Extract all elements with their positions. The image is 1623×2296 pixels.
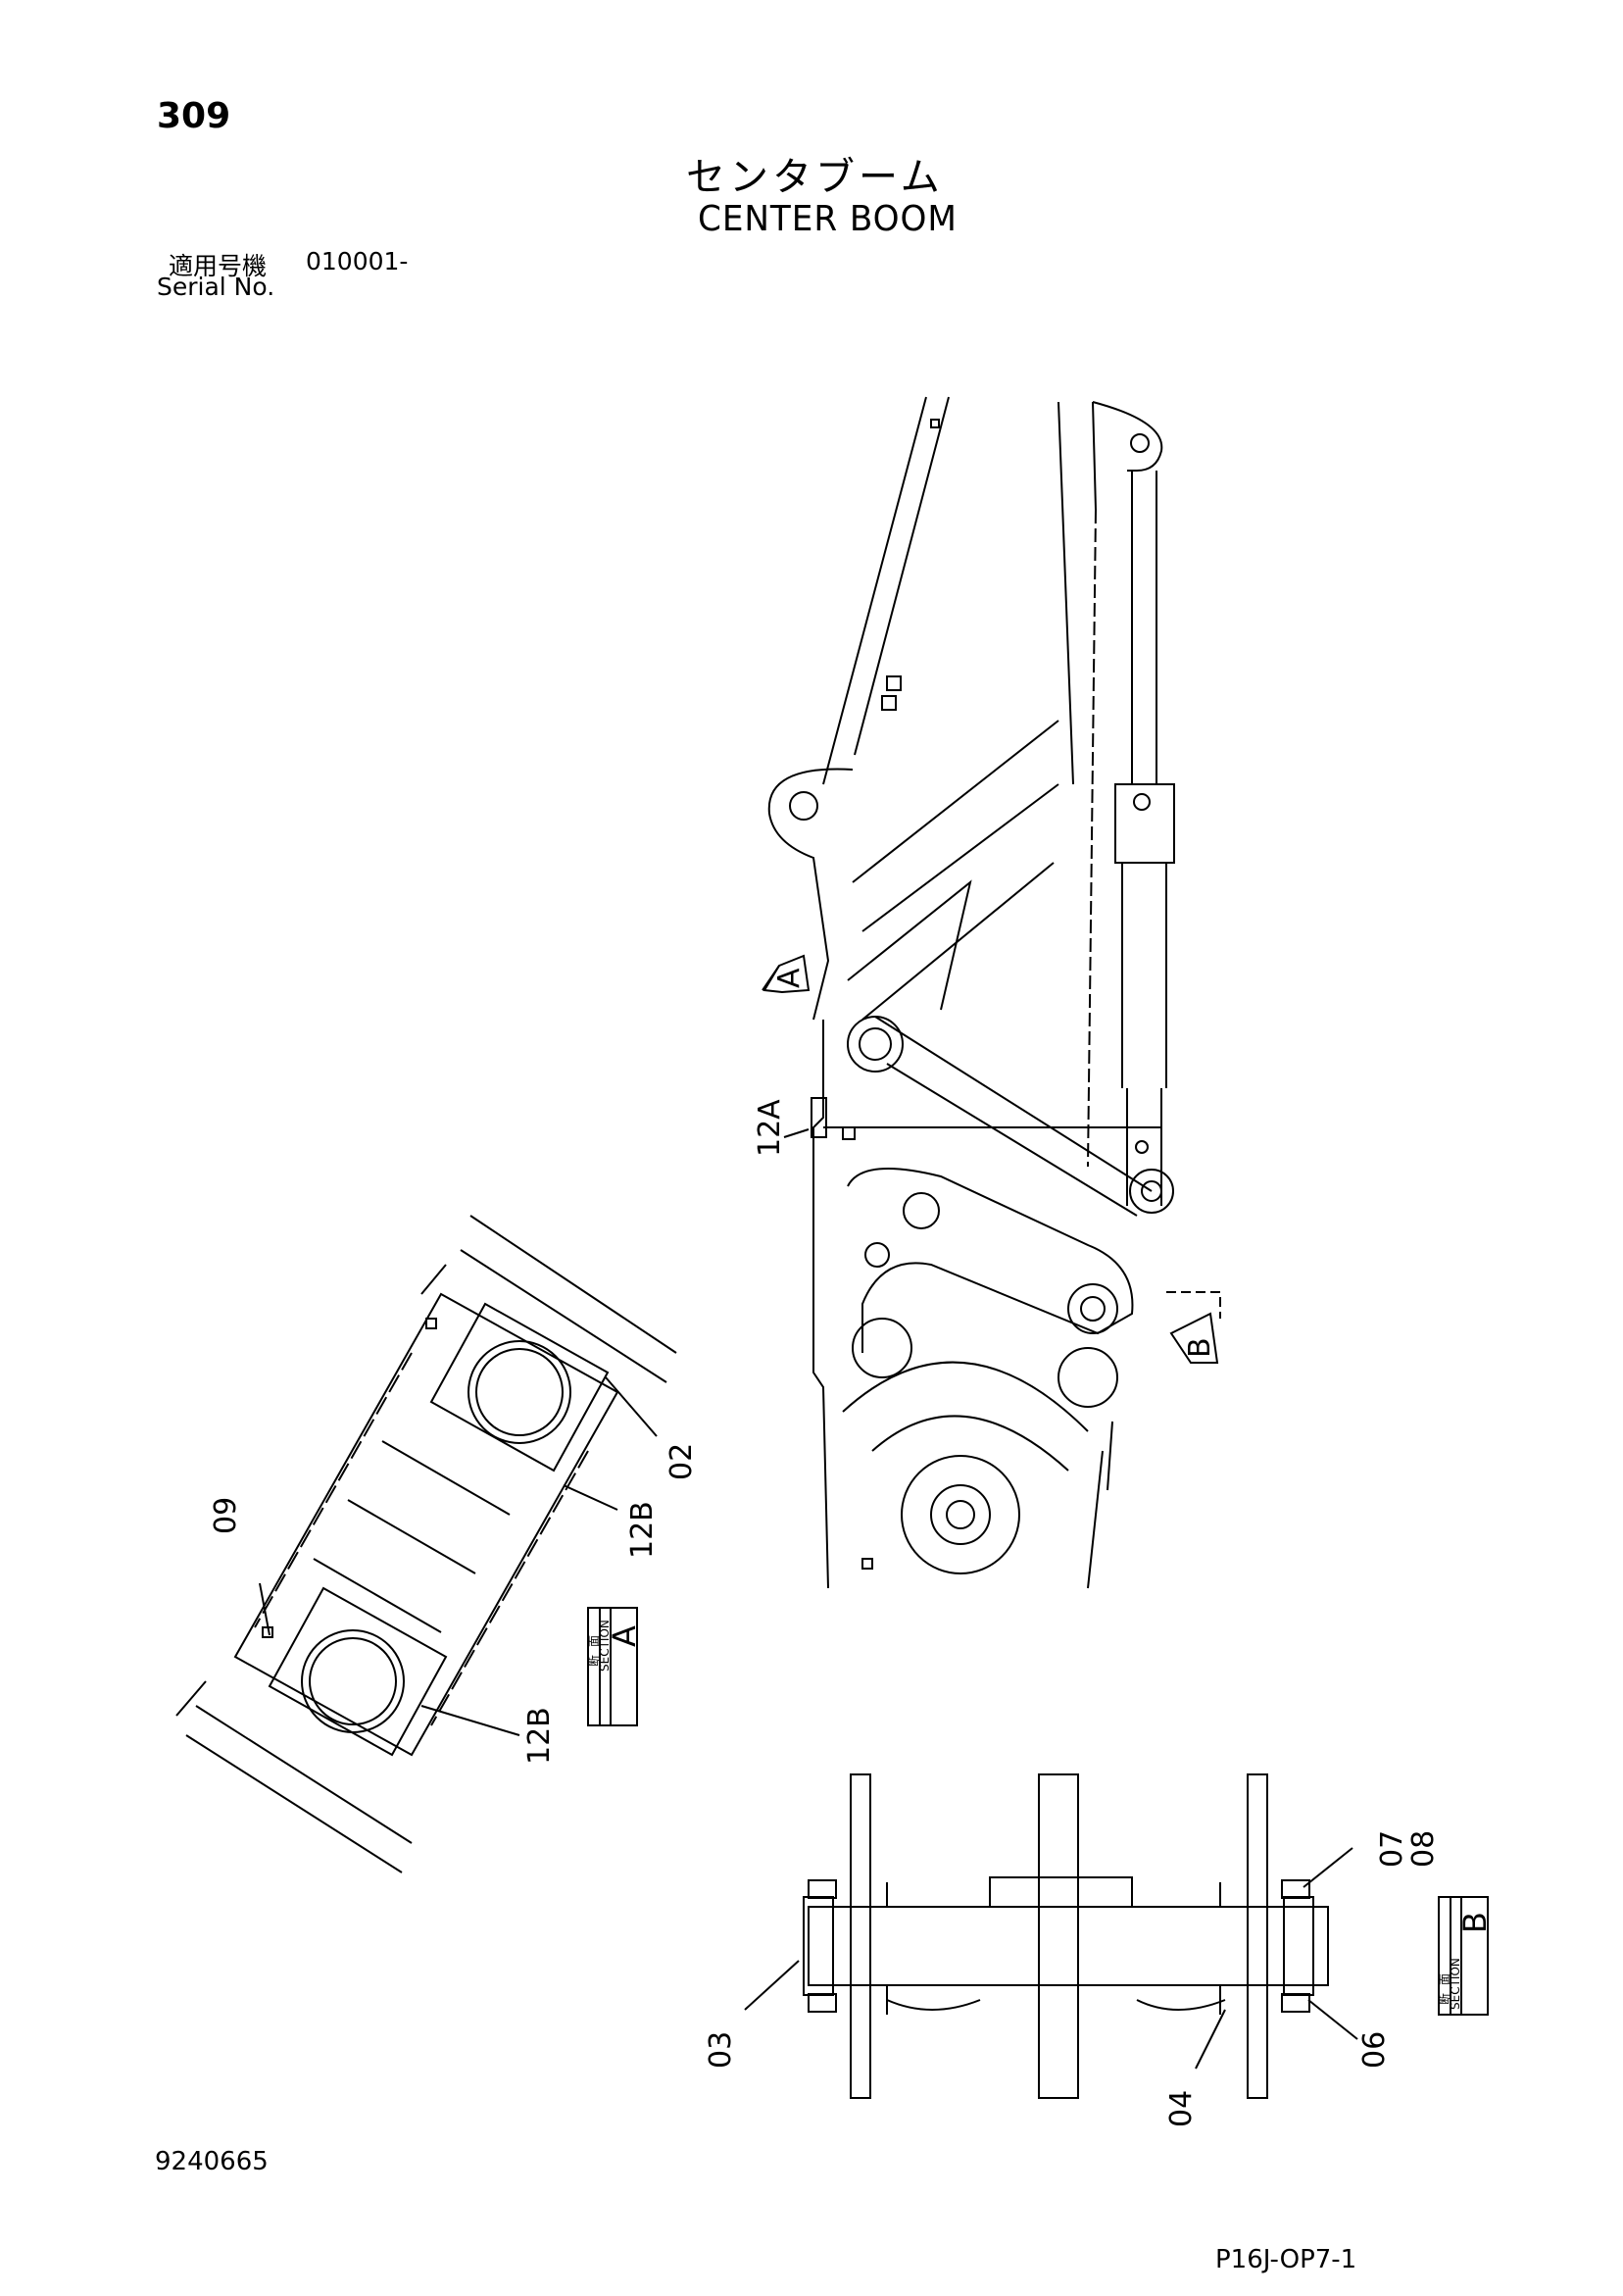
section-b-label-box: 断 面 SECTION B bbox=[1437, 1896, 1494, 2016]
serial-label-english: Serial No. bbox=[157, 273, 275, 301]
title-japanese: センタブーム bbox=[686, 155, 944, 200]
callout-03: 03 bbox=[704, 2031, 738, 2069]
section-b-detail bbox=[744, 1773, 1358, 2099]
center-boom-view bbox=[762, 396, 1221, 1589]
view-marker-b: B bbox=[1183, 1337, 1217, 1358]
callout-04: 04 bbox=[1164, 2090, 1199, 2127]
document-number: 9240665 bbox=[155, 2147, 269, 2176]
view-marker-a: A bbox=[772, 968, 807, 988]
section-a-label-box: 断 面 SECTION A bbox=[586, 1607, 643, 1726]
section-a-letter: A bbox=[606, 1625, 643, 1647]
serial-value: 010001- bbox=[306, 247, 409, 275]
callout-06: 06 bbox=[1357, 2031, 1392, 2069]
section-a-kanji-2: 面 bbox=[587, 1635, 601, 1647]
section-b-kanji-1: 断 bbox=[1437, 1993, 1451, 2005]
serial-label-japanese: 適用号機 bbox=[169, 252, 268, 280]
callout-12B-upper: 12B bbox=[625, 1501, 660, 1559]
section-a-kanji-1: 断 bbox=[586, 1655, 601, 1667]
callout-07: 07 bbox=[1375, 1830, 1409, 1868]
section-a-word: SECTION bbox=[598, 1620, 612, 1672]
page-code: P16J-OP7-1 bbox=[1215, 2245, 1357, 2274]
callout-02: 02 bbox=[664, 1443, 699, 1480]
title-english: CENTER BOOM bbox=[698, 199, 958, 239]
callout-08: 08 bbox=[1406, 1830, 1441, 1868]
section-b-word: SECTION bbox=[1449, 1958, 1462, 2010]
page-number: 309 bbox=[157, 96, 231, 136]
section-b-kanji-2: 面 bbox=[1438, 1973, 1451, 1985]
callout-12A: 12A bbox=[753, 1099, 787, 1157]
callout-09: 09 bbox=[209, 1497, 243, 1534]
section-a-detail bbox=[175, 1215, 677, 1873]
callout-12B-lower: 12B bbox=[522, 1707, 557, 1765]
section-b-letter: B bbox=[1456, 1912, 1494, 1933]
